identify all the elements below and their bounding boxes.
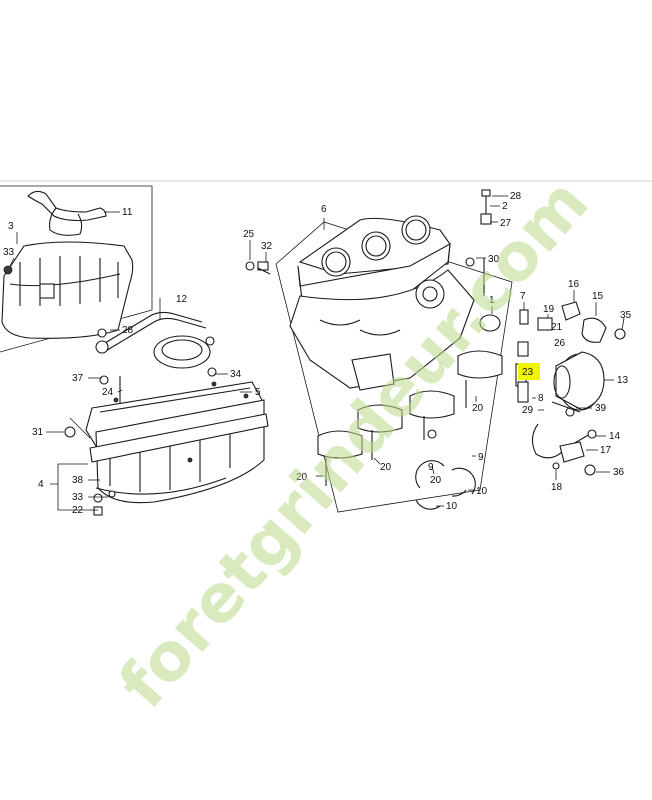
callout-34: 34 xyxy=(230,369,242,380)
callout-23-highlight xyxy=(518,363,540,380)
callout-9: 9 xyxy=(428,462,434,473)
callout-28: 28 xyxy=(122,325,134,336)
oil-filter-group xyxy=(245,189,626,476)
callout-22: 22 xyxy=(72,505,84,516)
thrust-washers xyxy=(415,460,476,510)
callout-5: 5 xyxy=(255,387,261,398)
callout-11: 11 xyxy=(122,207,133,218)
callout-6: 6 xyxy=(321,204,327,215)
callout-12: 12 xyxy=(176,294,188,305)
callout-17: 17 xyxy=(600,445,612,456)
callout-25: 25 xyxy=(243,229,255,240)
callout-37: 37 xyxy=(72,373,84,384)
callout-30: 30 xyxy=(488,254,500,265)
callout-7: 7 xyxy=(520,291,526,302)
leader-lines xyxy=(9,195,625,511)
callout-numbers: 11 3 33 12 28 37 24 34 5 31 4 38 33 22 6… xyxy=(3,191,632,516)
callout-21: 21 xyxy=(551,322,563,333)
callout-9: 9 xyxy=(478,452,484,463)
callout-16: 16 xyxy=(568,279,580,290)
callout-20: 20 xyxy=(380,462,392,473)
callout-33: 33 xyxy=(72,492,84,503)
callout-13: 13 xyxy=(617,375,629,386)
callout-28: 28 xyxy=(510,191,522,202)
callout-20: 20 xyxy=(296,472,308,483)
callout-19: 19 xyxy=(543,304,555,315)
callout-4: 4 xyxy=(38,479,44,490)
engine-block xyxy=(275,215,513,513)
callout-18: 18 xyxy=(551,482,563,493)
callout-14: 14 xyxy=(609,431,621,442)
callout-26: 26 xyxy=(554,338,566,349)
callout-3: 3 xyxy=(8,221,14,232)
callout-32: 32 xyxy=(261,241,273,252)
oil-pipe-group xyxy=(95,298,215,369)
callout-29: 29 xyxy=(522,405,534,416)
bearing-caps xyxy=(317,350,503,486)
callout-10: 10 xyxy=(446,501,458,512)
callout-38: 38 xyxy=(72,475,84,486)
callout-23: 23 xyxy=(522,367,534,378)
callout-1: 1 xyxy=(489,295,495,306)
callout-20: 20 xyxy=(430,475,442,486)
callout-36: 36 xyxy=(613,467,625,478)
callout-2: 2 xyxy=(502,201,508,212)
callout-8: 8 xyxy=(538,393,544,404)
callout-10: 10 xyxy=(476,486,488,497)
callout-31: 31 xyxy=(32,427,44,438)
callout-35: 35 xyxy=(620,310,632,321)
callout-39: 39 xyxy=(595,403,607,414)
callout-33: 33 xyxy=(3,247,15,258)
callout-15: 15 xyxy=(592,291,604,302)
callout-20: 20 xyxy=(472,403,484,414)
upper-left-group xyxy=(0,185,153,353)
lower-oil-pan xyxy=(64,367,269,516)
callout-24: 24 xyxy=(102,387,114,398)
callout-27: 27 xyxy=(500,218,512,229)
